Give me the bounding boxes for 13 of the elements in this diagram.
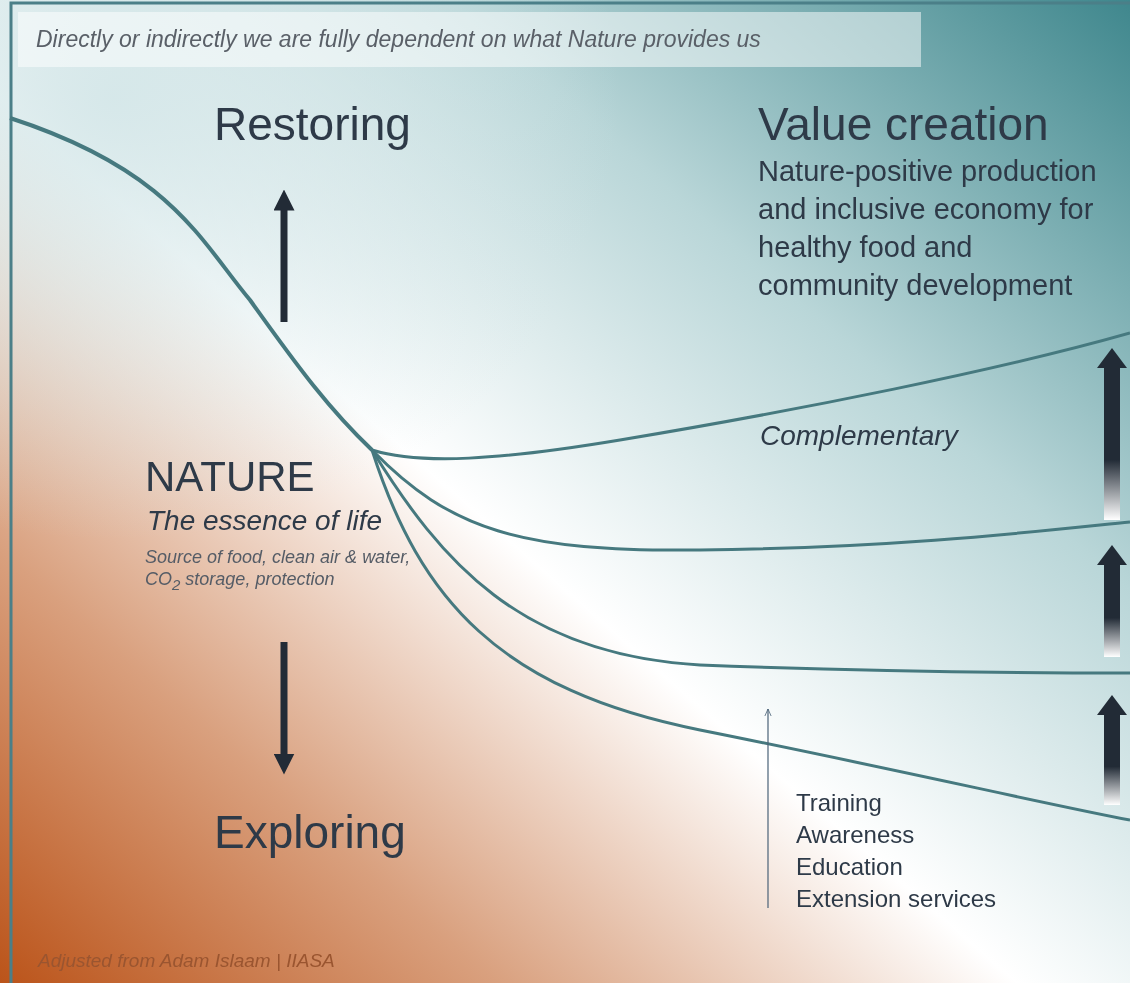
heading: Value creation <box>758 98 1049 151</box>
list-item: Awareness <box>796 821 915 849</box>
list-item: Training <box>796 789 882 817</box>
list-item: Extension services <box>796 885 997 913</box>
heading: Restoring <box>214 98 411 151</box>
subheading: The essence of life <box>147 505 383 538</box>
curve-label: Complementary <box>760 420 958 453</box>
list-item: Education <box>796 853 903 881</box>
description-text: Nature-positive production and inclusive economy for healthy food and community development <box>758 154 1098 303</box>
banner-title: Directly or indirectly we are fully dependent on what Nature provides us <box>36 26 761 53</box>
heading: Exploring <box>214 806 406 859</box>
heading: NATURE <box>145 453 315 502</box>
description-text: Source of food, clean air & water, CO$_{2}$ storage, protection <box>145 546 412 595</box>
